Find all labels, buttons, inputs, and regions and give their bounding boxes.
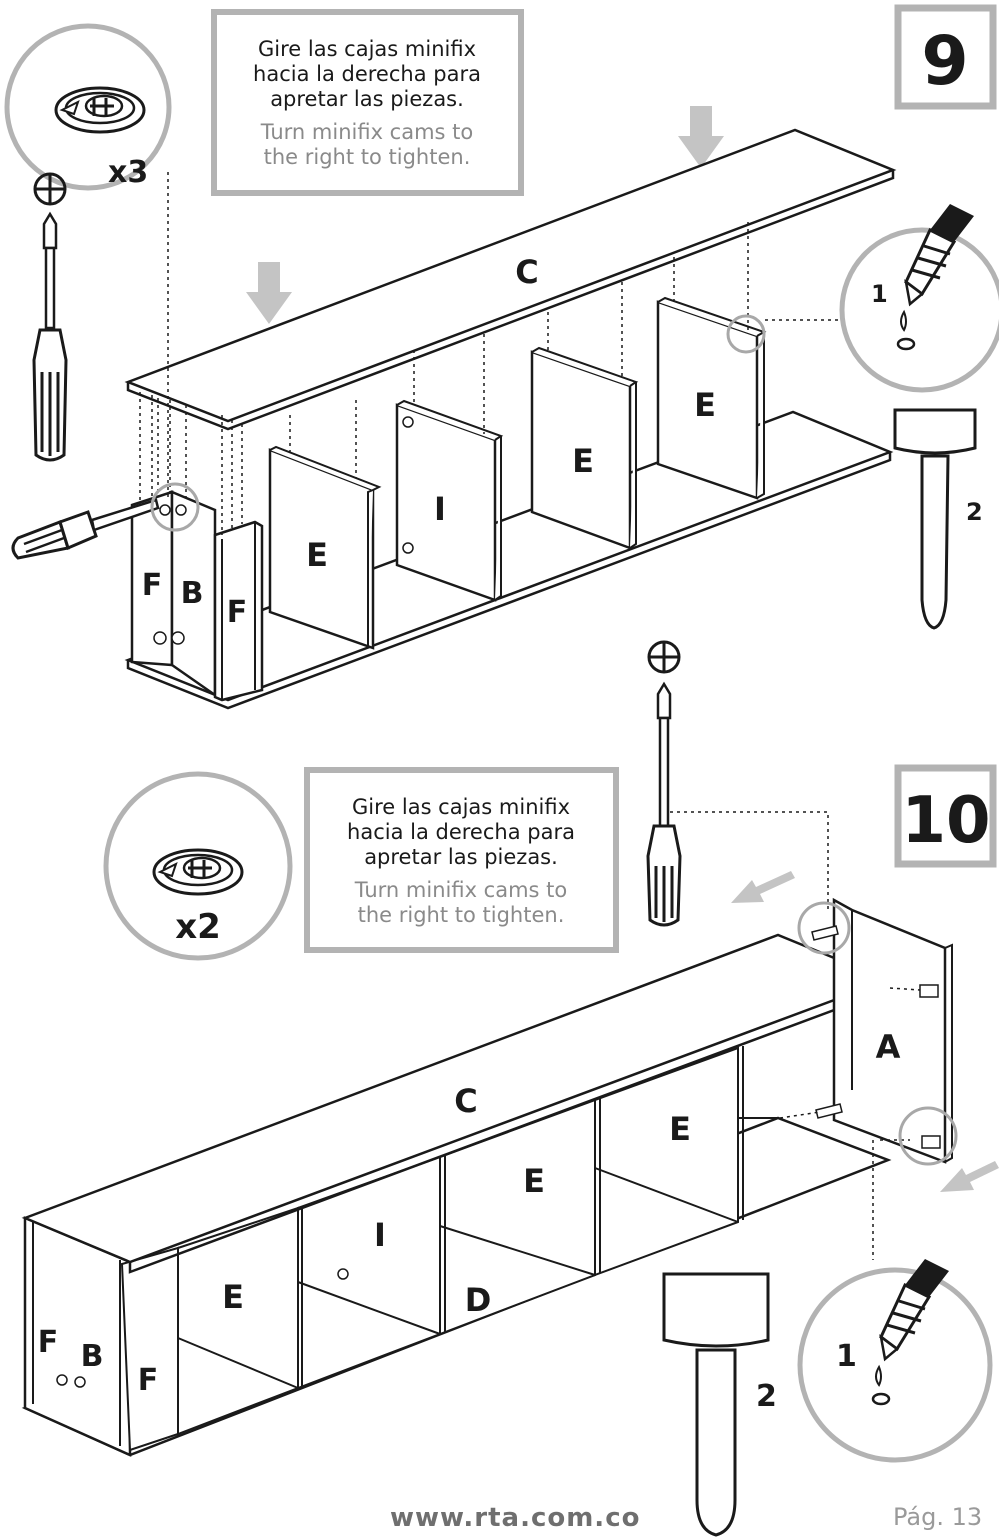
step9-note-en-2: the right to tighten.: [264, 145, 471, 169]
step10-cam-callout: x2: [106, 774, 290, 958]
step9-note-es-1: Gire las cajas minifix: [258, 37, 476, 61]
step9-note-es-2: hacia la derecha para: [253, 62, 481, 86]
part-label-e: E: [572, 442, 594, 480]
part-label-b: B: [181, 576, 204, 611]
step9-instruction-box: Gire las cajas minifix hacia la derecha …: [214, 12, 521, 193]
step10-instruction-box: Gire las cajas minifix hacia la derecha …: [307, 770, 616, 950]
part-label-e: E: [523, 1162, 545, 1200]
minifix-cam-icon: [154, 850, 242, 894]
part-label-c: C: [454, 1082, 477, 1120]
step10-number: 10: [901, 784, 990, 858]
minifix-cam-icon: [56, 88, 144, 132]
step10-cam-count: x2: [175, 907, 221, 947]
step9-hammer-label: 2: [966, 498, 983, 526]
step10-note-en-2: the right to tighten.: [358, 903, 565, 927]
part-label-a: A: [876, 1028, 901, 1066]
phillips-icon: [35, 174, 65, 204]
part-label-f: F: [138, 1363, 159, 1398]
step10-note-en-1: Turn minifix cams to: [354, 878, 568, 902]
part-label-f: F: [38, 1325, 59, 1360]
step9-number: 9: [921, 22, 968, 101]
footer-website-url: www.rta.com.co: [390, 1503, 640, 1533]
part-label-e: E: [669, 1110, 691, 1148]
part-label-c: C: [515, 253, 538, 291]
part-label-i: I: [434, 490, 446, 528]
step9-glue-callout: 1: [728, 204, 999, 390]
screwdriver-icon: [648, 684, 680, 925]
part-label-e: E: [694, 386, 716, 424]
down-arrow-icon: [731, 871, 795, 903]
step10-number-box: 10: [898, 768, 993, 864]
mallet-icon: 2: [664, 1274, 777, 1535]
part-label-b: B: [81, 1339, 104, 1374]
step9-cam-callout: x3: [7, 26, 169, 190]
step10-note-es-2: hacia la derecha para: [347, 820, 575, 844]
part-label-i: I: [374, 1216, 386, 1254]
step9-glue-label: 1: [871, 280, 888, 308]
screwdriver-icon: [34, 214, 66, 460]
step9-note-en-1: Turn minifix cams to: [260, 120, 474, 144]
step10-hammer-label: 2: [756, 1379, 777, 1414]
part-label-d: D: [465, 1281, 492, 1319]
mallet-icon: 2: [895, 410, 983, 628]
step9-note-es-3: apretar las piezas.: [270, 87, 464, 111]
page-number: Pág. 13: [893, 1503, 982, 1531]
part-label-f: F: [227, 595, 248, 630]
step10-note-es-3: apretar las piezas.: [364, 845, 558, 869]
step10-note-es-1: Gire las cajas minifix: [352, 795, 570, 819]
phillips-icon: [649, 642, 679, 672]
step9-number-box: 9: [898, 8, 993, 106]
step10-glue-label: 1: [836, 1339, 857, 1374]
step10-glue-callout: 1: [800, 1259, 990, 1460]
step9-cam-count: x3: [108, 155, 148, 190]
part-label-f: F: [142, 568, 163, 603]
down-arrow-icon: [246, 262, 292, 324]
part-label-e: E: [306, 536, 328, 574]
part-label-e: E: [222, 1278, 244, 1316]
down-arrow-icon: [940, 1161, 999, 1192]
